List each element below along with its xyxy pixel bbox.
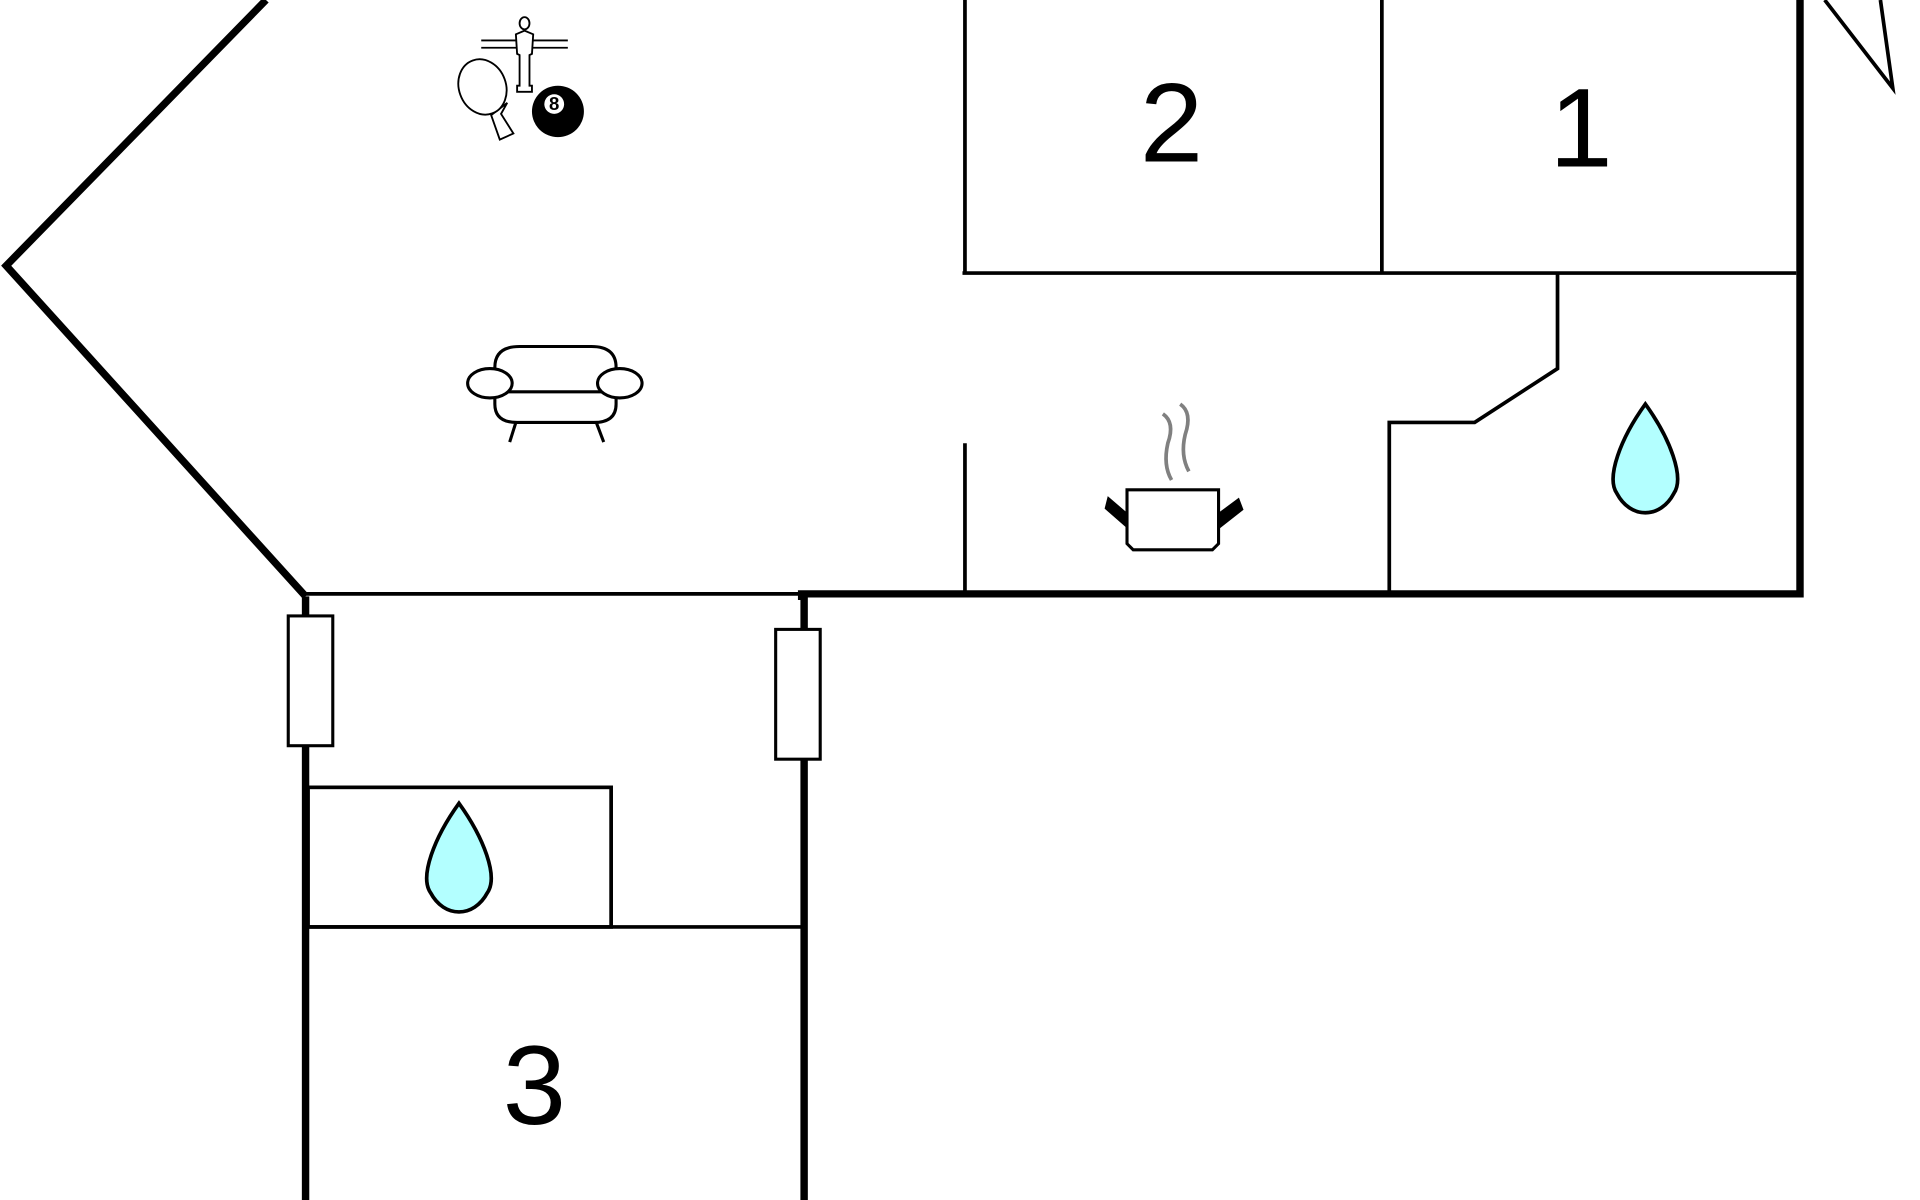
billiard-ball-number: 8 xyxy=(549,93,559,114)
north-arrow-icon xyxy=(1823,0,1896,95)
room-label-1: 1 xyxy=(1549,64,1612,190)
table-tennis-icon xyxy=(457,58,515,141)
billiard-ball-icon: 8 xyxy=(531,85,584,138)
room-label-2: 2 xyxy=(1140,59,1203,185)
door-right xyxy=(774,627,822,761)
cooking-pot-icon xyxy=(1104,402,1244,552)
table-football-icon xyxy=(481,16,568,93)
water-drop-icon xyxy=(425,800,493,914)
bathroom-wall xyxy=(1387,273,1560,594)
sofa-icon xyxy=(466,345,644,443)
outer-diagonal-wall xyxy=(1,0,309,599)
room-label-3: 3 xyxy=(503,1022,566,1148)
door-left xyxy=(286,614,335,748)
water-drop-icon xyxy=(1611,400,1680,515)
